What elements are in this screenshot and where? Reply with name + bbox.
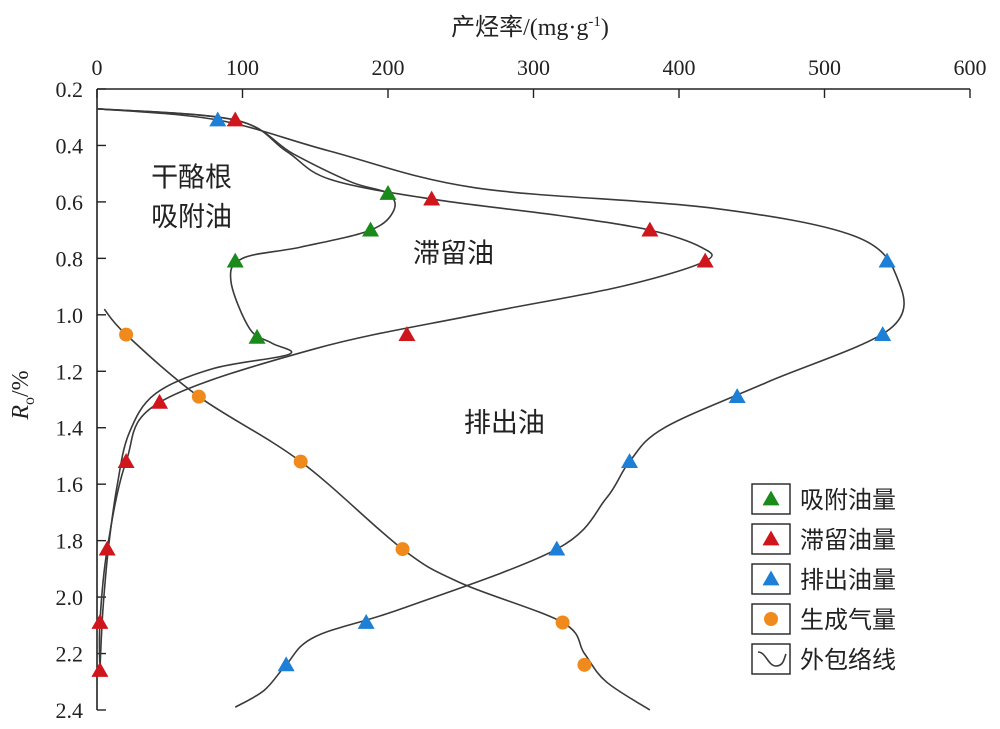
y-tick-label: 0.2 [56,77,84,102]
legend-label: 外包络线 [800,646,896,674]
legend-label: 吸附油量 [800,486,896,514]
marker-series-3 [577,657,592,672]
marker-series-1 [226,111,244,127]
x-tick-label: 500 [808,55,841,80]
marker-series-3 [555,615,570,630]
marker-series-1 [98,540,116,556]
adsorbed-envelope [96,108,396,671]
legend-marker [757,651,787,667]
marker-series-2 [728,388,746,404]
legend-box [751,603,791,635]
marker-series-1 [117,453,135,468]
marker-series-1 [423,190,441,206]
marker-series-0 [379,184,397,200]
marker-series-2 [548,540,566,556]
x-axis-title: 产烃率/(mg·g-1) [451,14,609,41]
expelled-envelope [96,108,905,708]
y-tick-label: 0.4 [56,133,84,158]
region-label-0: 干酪根 [151,163,232,194]
y-tick-label: 1.0 [56,303,84,328]
y-tick-label: 2.4 [56,698,84,723]
y-tick-label: 0.6 [56,190,84,215]
y-axis-title: Ro/% [8,370,38,420]
y-tick-label: 0.8 [56,246,84,271]
marker-series-2 [209,111,227,127]
x-tick-label: 600 [954,55,987,80]
region-label-3: 排出油 [464,408,545,439]
x-tick-label: 100 [226,55,259,80]
x-tick-label: 300 [517,55,550,80]
y-tick-label: 1.4 [56,416,84,441]
marker-series-1 [398,326,416,341]
marker-series-3 [191,389,206,404]
y-tick-label: 1.6 [56,472,84,497]
marker-series-1 [91,661,109,677]
axes: 0 100 200 300 400 500 600 0.2 0.4 0.6 0.8 1.0 1.2 1.4… [56,55,987,723]
marker-series-3 [395,542,410,557]
marker-series-0 [248,328,266,344]
x-tick-label: 200 [372,55,405,80]
y-tick-label: 2.2 [56,642,84,667]
legend-marker [762,490,780,506]
marker-series-2 [878,252,896,268]
data-markers [91,111,896,677]
gas-envelope [103,308,651,711]
marker-series-2 [277,656,295,672]
marker-series-3 [119,327,134,342]
legend-marker [762,570,780,586]
marker-series-2 [874,326,892,341]
region-label-2: 滞留油 [413,239,494,270]
legend-marker [764,612,778,626]
legend-label: 滞留油量 [800,526,896,554]
x-tick-label: 400 [663,55,696,80]
region-label-1: 吸附油 [151,202,232,233]
marker-series-1 [151,393,169,409]
marker-series-0 [362,221,380,237]
y-tick-label: 1.2 [56,359,84,384]
marker-series-2 [357,613,375,629]
legend-label: 排出油量 [800,566,896,594]
marker-series-1 [641,221,659,237]
legend-marker [762,530,780,546]
marker-series-3 [293,454,308,469]
marker-series-1 [91,613,109,629]
marker-series-0 [226,252,244,268]
y-tick-label: 2.0 [56,585,84,610]
x-tick-label: 0 [92,55,103,80]
marker-series-2 [621,453,639,468]
y-tick-label: 1.8 [56,529,84,554]
legend-label: 生成气量 [800,606,896,634]
marker-series-1 [696,252,714,268]
